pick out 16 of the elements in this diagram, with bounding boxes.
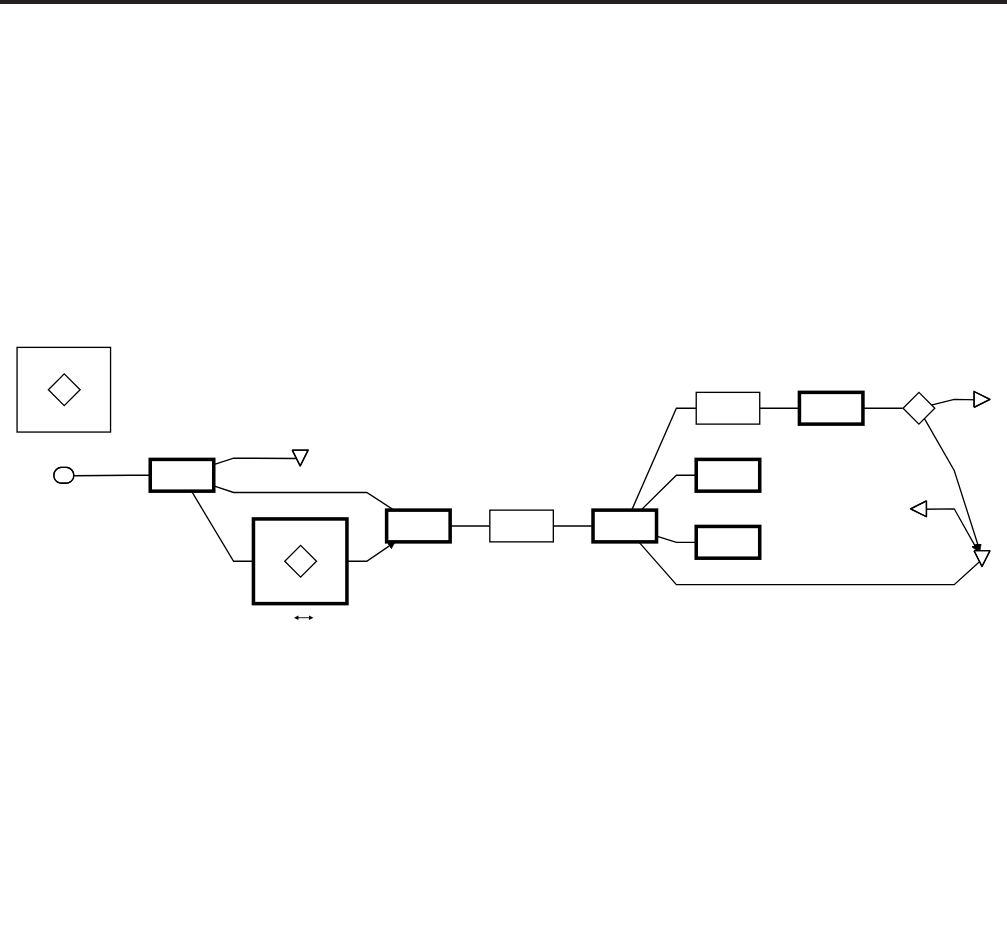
node-box [591, 508, 659, 544]
node-box [489, 509, 554, 543]
connector [638, 541, 981, 586]
arrow [923, 417, 982, 552]
node-box [384, 508, 452, 544]
node-diamond [283, 544, 318, 579]
node-box [695, 391, 761, 425]
node-box [148, 457, 216, 493]
node-box [797, 390, 865, 426]
node-diamond [902, 391, 936, 426]
cluster [16, 346, 112, 433]
node-diamond [47, 372, 82, 407]
node-box [694, 457, 762, 493]
node-box [694, 524, 762, 560]
connector [631, 407, 697, 511]
cluster [251, 517, 349, 606]
